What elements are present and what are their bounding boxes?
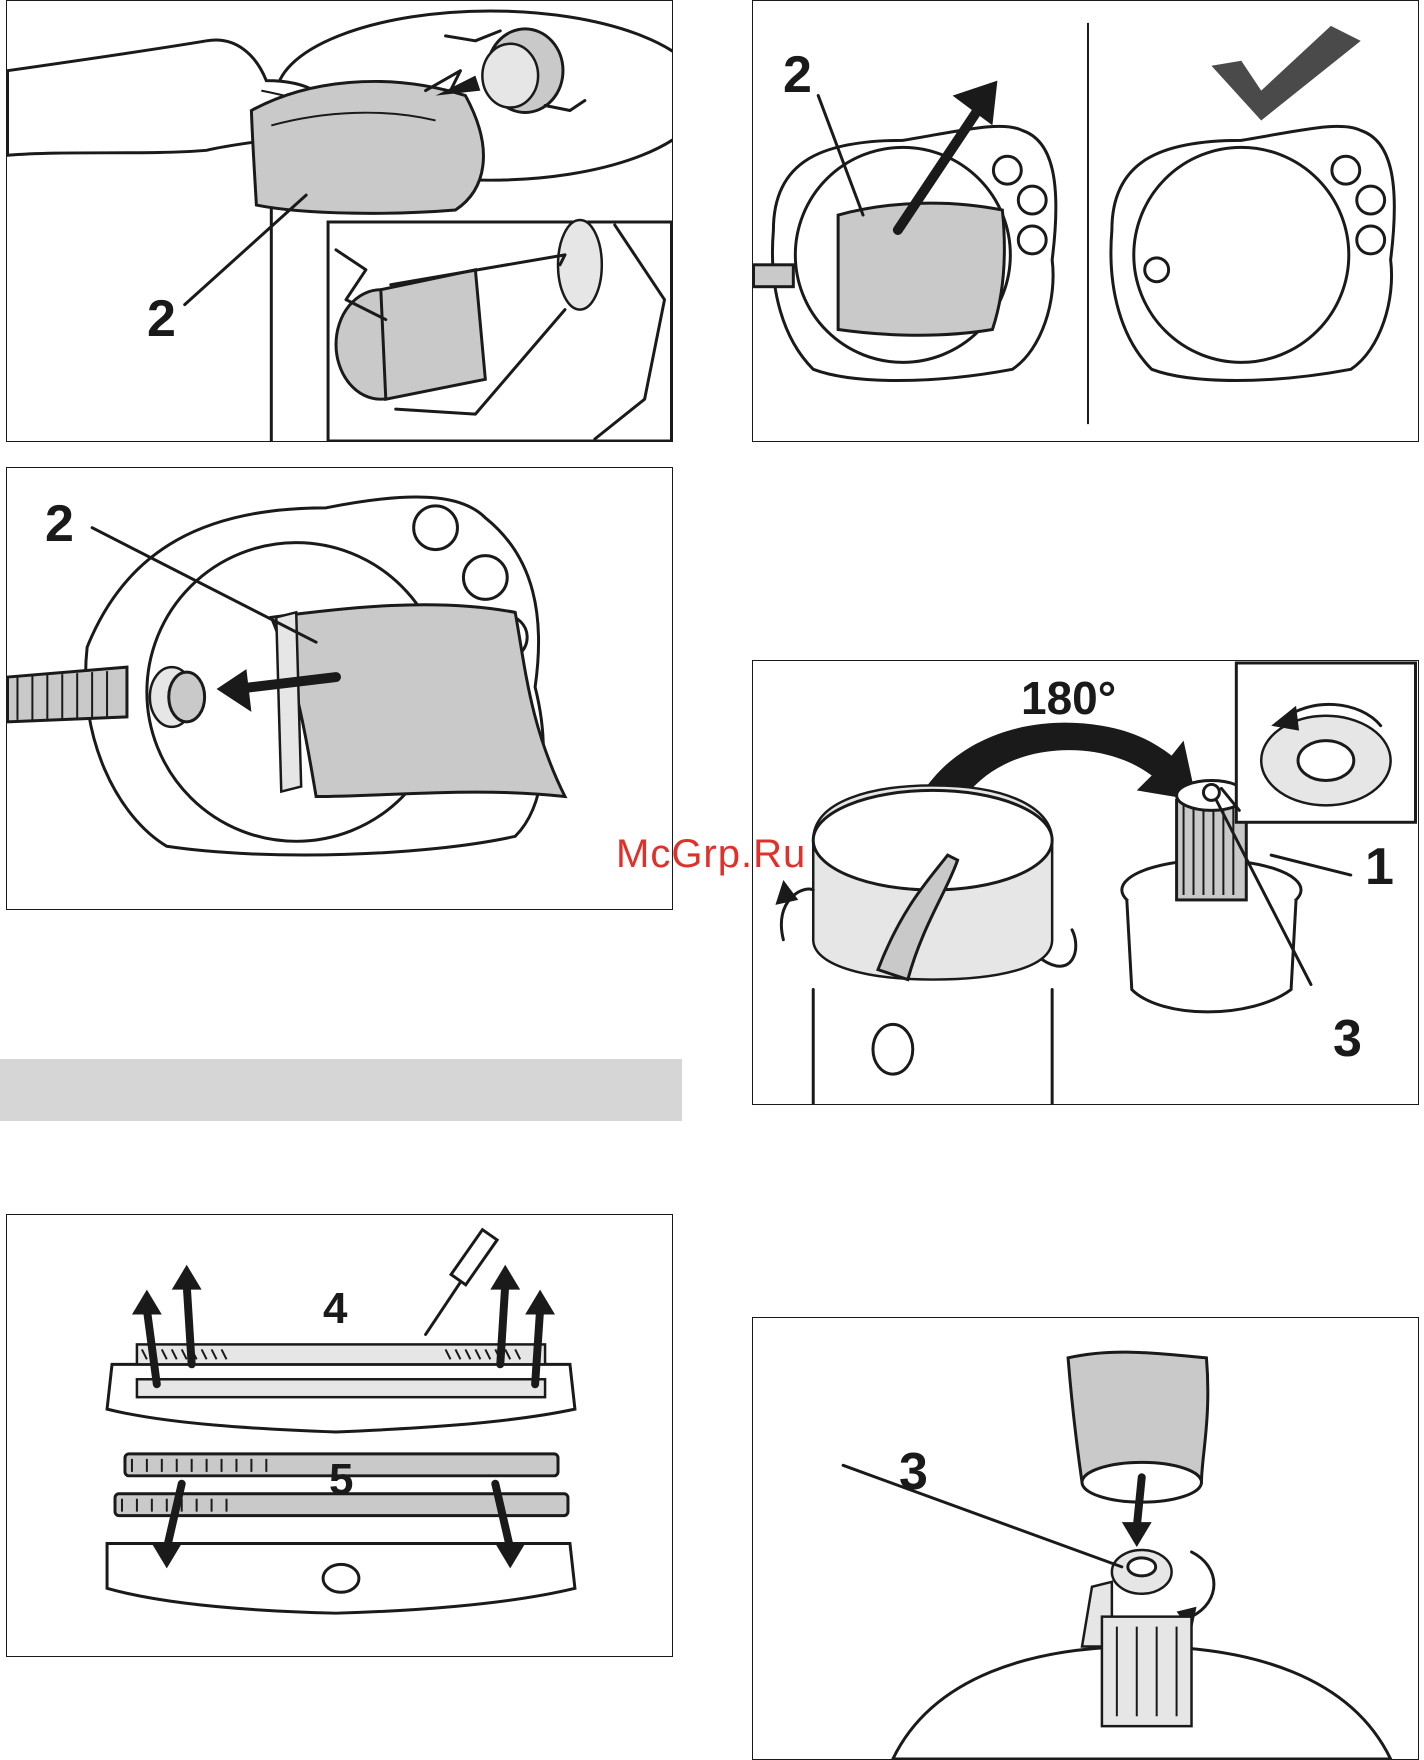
checkmark-icon [1211, 26, 1360, 121]
callout-2: 2 [147, 293, 176, 345]
callout-4: 4 [323, 1287, 347, 1331]
figure-bag-remove-check: 2 [752, 0, 1419, 442]
callout-2: 2 [783, 49, 812, 101]
figure-bag-attach: 2 [6, 467, 673, 910]
nozzle-strips-illustration [7, 1215, 672, 1656]
callout-2: 2 [45, 498, 74, 550]
watermark: McGrp.Ru [616, 832, 806, 877]
angle-label-180: 180° [1021, 675, 1116, 721]
callout-3: 3 [899, 1446, 928, 1498]
bag-remove-illustration [753, 1, 1418, 441]
callout-3: 3 [1333, 1013, 1362, 1065]
figure-nozzle-strips: 4 5 [6, 1214, 673, 1657]
figure-bag-insert: 2 [6, 0, 673, 442]
filter-rotate-illustration [753, 661, 1418, 1104]
figure-filter-rotate: 180° 1 3 [752, 660, 1419, 1105]
figure-filter-lock: 3 [752, 1317, 1419, 1760]
bag-attach-illustration [7, 468, 672, 909]
section-heading-bar [0, 1059, 682, 1121]
filter-lock-illustration [753, 1318, 1418, 1759]
callout-5: 5 [329, 1458, 353, 1502]
callout-1: 1 [1365, 841, 1394, 893]
bag-insert-illustration [7, 1, 672, 441]
